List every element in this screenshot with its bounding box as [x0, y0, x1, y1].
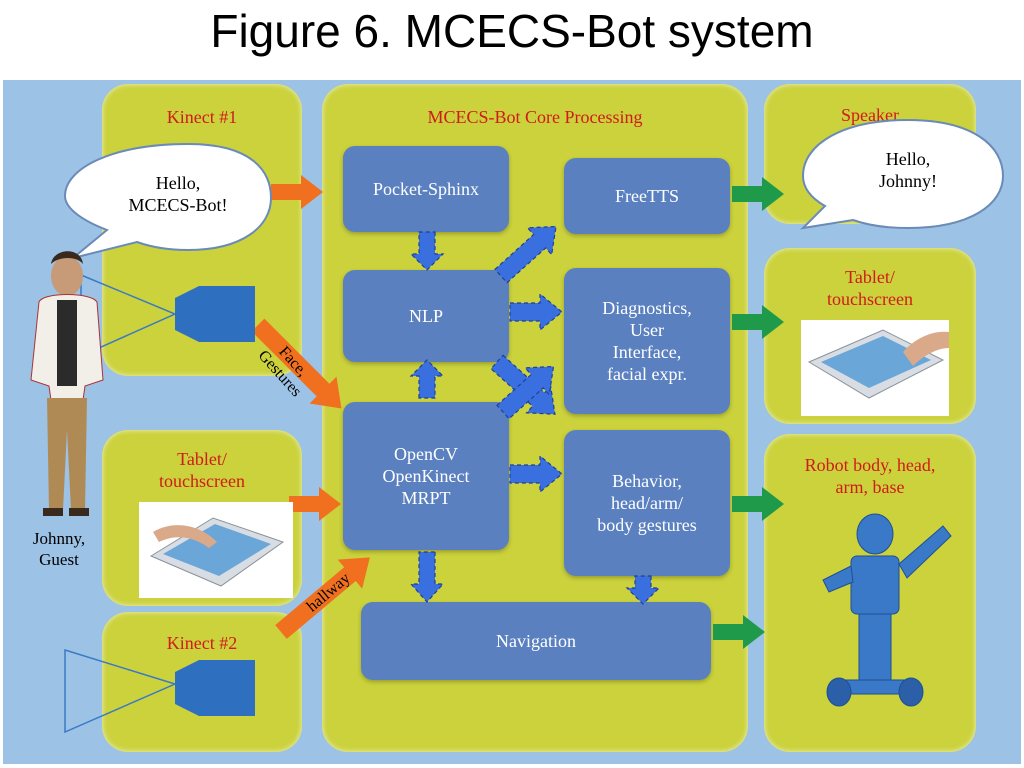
blue-arrow-opencv-nlp — [409, 359, 445, 399]
robot-figure-icon — [822, 513, 952, 707]
green-arrow-to-robot-1 — [732, 487, 784, 521]
box-opencv-label: OpenCV OpenKinect MRPT — [382, 444, 470, 508]
panel-core-title: MCECS-Bot Core Processing — [427, 107, 643, 127]
tablet-right-image — [801, 320, 949, 416]
green-arrow-to-speaker — [732, 177, 784, 211]
panel-robot-title: Robot body, head, arm, base — [804, 455, 936, 497]
orange-arrow-tablet — [289, 487, 341, 521]
robot-speech-text: Hello, Johnny! — [879, 149, 937, 191]
tablet-left-image — [139, 502, 293, 598]
box-navigation: Navigation — [361, 602, 711, 680]
diagram-canvas: Kinect #1 MCECS-Bot Core Processing Spea… — [3, 80, 1021, 764]
panel-speaker-title: Speaker — [841, 105, 899, 125]
blue-arrow-opencv-navigation — [409, 551, 445, 603]
robot-speech-bubble — [800, 118, 1005, 230]
arrows-layer — [30, 118, 1005, 734]
page-title: Figure 6. MCECS-Bot system — [210, 5, 814, 57]
green-arrow-to-tablet — [732, 305, 784, 339]
panel-kinect1-title: Kinect #1 — [166, 107, 238, 127]
blue-arrow-behavior-navigation — [625, 575, 661, 605]
box-nlp: NLP — [343, 270, 509, 362]
guest-speech-text: Hello, MCECS-Bot! — [128, 173, 228, 215]
blue-arrow-opencv-diagnostics — [496, 365, 555, 420]
box-pocket-sphinx: Pocket-Sphinx — [343, 146, 509, 232]
box-opencv: OpenCV OpenKinect MRPT — [343, 402, 509, 550]
guest-person-image — [30, 251, 104, 516]
box-diagnostics: Diagnostics, User Interface, facial expr… — [564, 268, 730, 414]
kinect1-camera-icon — [80, 273, 255, 358]
orange-arrow-face-gestures — [251, 318, 342, 409]
box-behavior-label: Behavior, head/arm/ body gestures — [597, 471, 697, 535]
blue-arrow-opencv-behavior — [509, 454, 563, 494]
blue-arrow-sphinx-nlp — [409, 231, 445, 271]
blue-arrow-nlp-diagnostics — [509, 292, 563, 332]
box-behavior: Behavior, head/arm/ body gestures — [564, 430, 730, 576]
panel-tablet-left-title: Tablet/ touchscreen — [159, 449, 245, 491]
orange-arrow-to-sphinx — [271, 175, 323, 209]
box-freetts: FreeTTS — [564, 158, 730, 234]
guest-caption: Johnny, Guest — [32, 529, 86, 569]
guest-speech-bubble — [63, 142, 273, 259]
box-freetts-label: FreeTTS — [615, 186, 679, 206]
box-diagnostics-label: Diagnostics, User Interface, facial expr… — [602, 298, 692, 384]
box-pocket-sphinx-label: Pocket-Sphinx — [373, 179, 479, 199]
kinect2-camera-icon — [64, 648, 255, 734]
panel-tablet-right-title: Tablet/ touchscreen — [827, 267, 913, 309]
blue-arrow-nlp-freetts — [494, 225, 557, 284]
panel-kinect2-title: Kinect #2 — [166, 633, 238, 653]
box-navigation-label: Navigation — [496, 631, 576, 651]
orange-arrow-hallway — [275, 557, 370, 639]
green-arrow-to-robot-2 — [713, 615, 765, 649]
box-nlp-label: NLP — [408, 306, 443, 326]
